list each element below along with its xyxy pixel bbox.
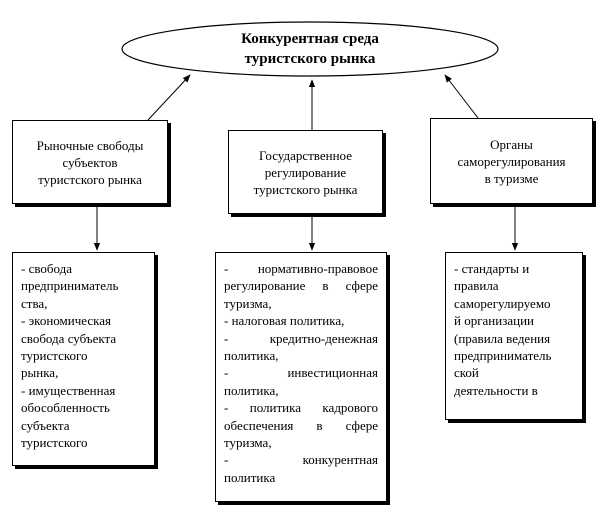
category-label-line: туристского рынка: [38, 171, 142, 187]
list-item: ства,: [21, 295, 48, 311]
arrow-right-to-center: [444, 74, 479, 119]
list-item: обособленность: [21, 400, 110, 416]
list-item: саморегулируемо: [454, 295, 551, 311]
list-item: - экономическая: [21, 313, 111, 329]
category-label-line: в туризме: [484, 170, 539, 186]
list-item: - конкурентная: [224, 452, 378, 468]
category-label-line: регулирование: [264, 164, 347, 180]
list-item: - стандарты и: [454, 261, 530, 276]
list-item: предприниматель: [454, 348, 552, 364]
detail-box-state-regulation: - нормативно-правовое регулирование в сф…: [215, 252, 387, 502]
list-item: политика: [224, 469, 276, 485]
list-item: - кредитно-денежная: [224, 330, 378, 346]
category-label-line: Государственное: [259, 147, 352, 163]
list-item: свобода субъекта: [21, 330, 117, 346]
list-item: туризма,: [224, 295, 272, 311]
category-label-line: Органы: [490, 136, 533, 152]
category-box-state-regulation: Государственное регулирование туристског…: [228, 130, 383, 214]
center-title-line: Конкурентная среда: [241, 31, 379, 47]
center-title: Конкурентная среда туристского рынка: [122, 22, 498, 76]
category-label-line: субъектов: [62, 154, 118, 170]
detail-box-self-regulation: - стандарты и правила саморегулируемо й …: [445, 252, 583, 420]
center-ellipse: [121, 21, 499, 77]
center-title-line: туристского рынка: [244, 51, 376, 67]
list-item: обеспечения в сфере: [224, 417, 378, 433]
list-item: - свобода: [21, 261, 73, 276]
category-box-self-regulation: Органы саморегулирования в туризме: [430, 118, 593, 204]
list-item: туризма,: [224, 435, 272, 451]
category-label-line: саморегулирования: [457, 153, 566, 169]
category-label-line: Рыночные свободы: [36, 137, 144, 153]
list-item: рынка,: [21, 365, 59, 381]
list-item: предприниматель: [21, 278, 119, 294]
list-item: - налоговая политика,: [224, 313, 345, 329]
list-item: - нормативно-правовое: [224, 261, 378, 276]
list-item: туристского: [21, 435, 88, 451]
category-label-line: туристского рынка: [253, 181, 358, 197]
list-item: - политика кадрового: [224, 400, 378, 416]
list-item: регулирование в сфере: [224, 278, 378, 294]
category-box-market-freedoms: Рыночные свободы субъектов туристского р…: [12, 120, 168, 204]
list-item: туристского: [21, 348, 88, 364]
list-item: - имущественная: [21, 382, 116, 398]
list-item: деятельности в: [454, 382, 538, 398]
list-item: политика,: [224, 348, 279, 364]
list-item: - инвестиционная: [224, 365, 378, 381]
list-item: ской: [454, 365, 479, 381]
detail-box-market-freedoms: - свобода предприниматель ства, - эконом…: [12, 252, 155, 466]
arrow-left-to-center: [147, 74, 191, 121]
list-item: правила: [454, 278, 499, 294]
list-item: субъекта: [21, 417, 70, 433]
list-item: политика,: [224, 382, 279, 398]
list-item: й организации: [454, 313, 534, 329]
list-item: (правила ведения: [454, 330, 551, 346]
